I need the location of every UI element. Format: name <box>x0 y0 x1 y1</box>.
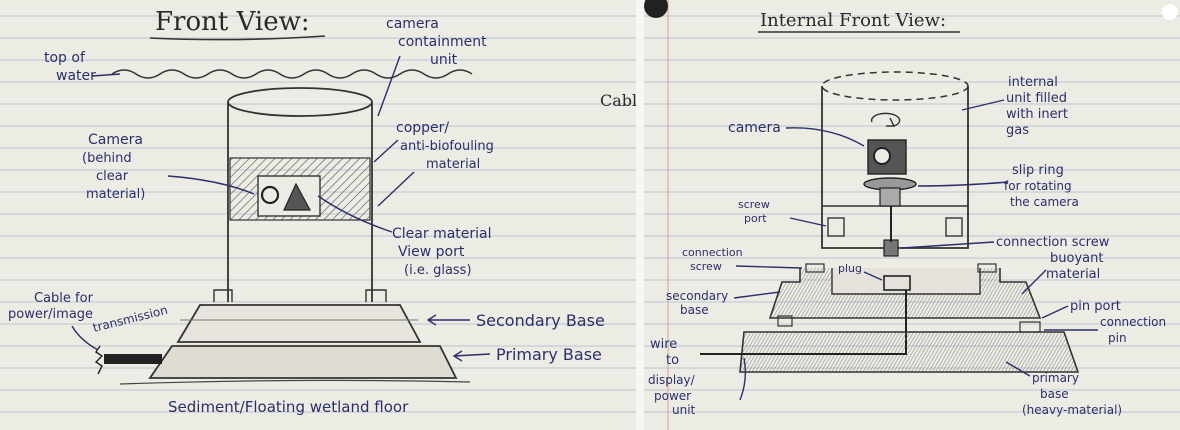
label-camera-4: material) <box>86 187 145 202</box>
secondary-base <box>176 304 422 343</box>
internal-unit <box>821 71 969 257</box>
right-heading: Internal Front View: <box>760 10 946 31</box>
label-display-3: unit <box>672 403 696 417</box>
binder-hole <box>644 0 668 18</box>
label-buoyant-2: material <box>1046 267 1100 282</box>
label-primary-base: Primary Base <box>496 345 602 364</box>
label-cable-1: Cable for <box>34 291 94 306</box>
left-bases <box>94 289 471 385</box>
label-secondary-base: Secondary Base <box>476 311 605 330</box>
label-internal-3: with inert <box>1006 107 1068 122</box>
label-copper-1: copper/ <box>396 120 449 136</box>
label-connection-pin-1: connection <box>1100 315 1166 329</box>
page-divider <box>636 0 644 430</box>
primary-base <box>148 345 458 379</box>
label-slip-ring-1: slip ring <box>1012 163 1064 178</box>
label-clear-material-2: View port <box>398 244 465 260</box>
label-camera-1: Camera <box>88 132 143 148</box>
paper-hole <box>1162 4 1178 20</box>
label-wire-1: wire <box>650 337 677 352</box>
label-primary-base-2: base <box>1040 387 1069 401</box>
screw-port-right <box>945 217 963 237</box>
label-containment-2: containment <box>398 34 487 50</box>
label-secondary-base-1: secondary <box>666 289 728 303</box>
label-slip-ring-2: for rotating <box>1004 179 1072 193</box>
internal-primary-base <box>700 331 1080 373</box>
label-clear-material-1: Clear material <box>392 226 492 242</box>
label-clear-material-3: (i.e. glass) <box>404 263 472 278</box>
label-display-1: display/ <box>648 373 696 387</box>
label-display-2: power <box>654 389 691 403</box>
label-connection-pin-2: pin <box>1108 331 1127 345</box>
label-containment-1: camera <box>386 16 439 32</box>
connection-screw-plug <box>883 239 899 257</box>
label-containment-3: unit <box>430 52 458 68</box>
label-buoyant-1: buoyant <box>1050 251 1103 266</box>
label-floor: Sediment/Floating wetland floor <box>168 398 409 416</box>
label-primary-base-1: primary <box>1032 371 1079 385</box>
screw-port-left <box>827 217 845 237</box>
wire-line <box>700 340 907 355</box>
label-connection-screw-1: connection <box>682 246 743 259</box>
label-camera-2: (behind <box>82 151 132 166</box>
label-top-of-water-2: water <box>56 68 96 84</box>
water-line <box>111 69 473 79</box>
label-wire-2: to <box>666 353 679 368</box>
left-heading: Front View: <box>155 7 310 37</box>
label-internal-2: unit filled <box>1006 91 1067 106</box>
label-connection-screw-2: screw <box>690 260 722 273</box>
cable <box>104 354 162 364</box>
label-plug: plug <box>838 262 862 275</box>
label-copper-2: anti-biofouling <box>400 139 494 154</box>
label-copper-3: material <box>426 157 480 172</box>
label-top-of-water-1: top of <box>44 50 86 66</box>
left-page: Front View: top of water camer <box>0 7 638 416</box>
camera-lens-icon <box>260 185 280 205</box>
label-secondary-base-2: base <box>680 303 709 317</box>
label-primary-base-3: (heavy-material) <box>1022 403 1122 417</box>
label-internal-1: internal <box>1008 75 1058 90</box>
label-pin-port: pin port <box>1070 299 1121 314</box>
label-camera-right: camera <box>728 120 781 136</box>
camera-body-icon <box>283 182 312 211</box>
rotate-icon <box>870 112 901 127</box>
label-cut-off: Cabl <box>600 91 637 110</box>
plug-socket <box>883 275 911 291</box>
label-slip-ring-3: the camera <box>1010 195 1079 209</box>
label-cable-2: power/image <box>8 307 93 322</box>
label-connection-screw-right: connection screw <box>996 235 1110 250</box>
label-screw-port-1: screw <box>738 198 770 211</box>
label-camera-3: clear <box>96 169 129 184</box>
label-screw-port-2: port <box>744 212 767 225</box>
label-internal-4: gas <box>1006 123 1029 138</box>
right-page: Internal Front View: <box>644 0 1180 430</box>
camera-containment-unit <box>227 87 373 302</box>
